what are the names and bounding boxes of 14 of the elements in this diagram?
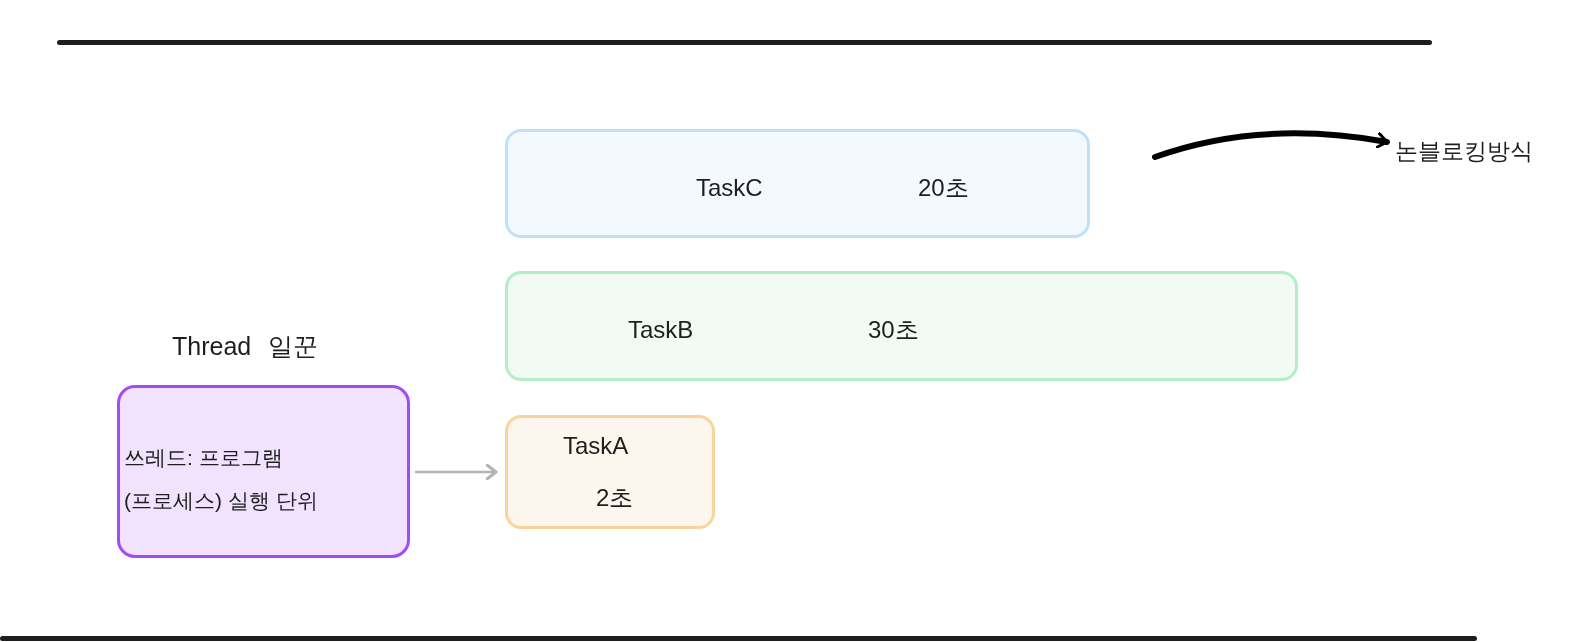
task-label: TaskC — [696, 173, 763, 203]
task-label: TaskB — [628, 315, 694, 345]
task-box — [505, 129, 1090, 238]
duration-label: 20초 — [918, 173, 969, 203]
duration-label: 2초 — [596, 483, 634, 513]
description-text: 쓰레드: 프로그램 (프로세스) 실행 단위 — [124, 445, 319, 514]
heading-text: Thread 일꾼 — [172, 331, 319, 362]
duration-label: 30초 — [868, 315, 919, 345]
caption-text: 논블로킹방식 — [1395, 137, 1533, 166]
task-box — [505, 415, 715, 529]
arrow — [1152, 130, 1390, 160]
task-box — [505, 271, 1298, 381]
arrow — [414, 463, 498, 481]
task-label: TaskA — [563, 431, 629, 461]
